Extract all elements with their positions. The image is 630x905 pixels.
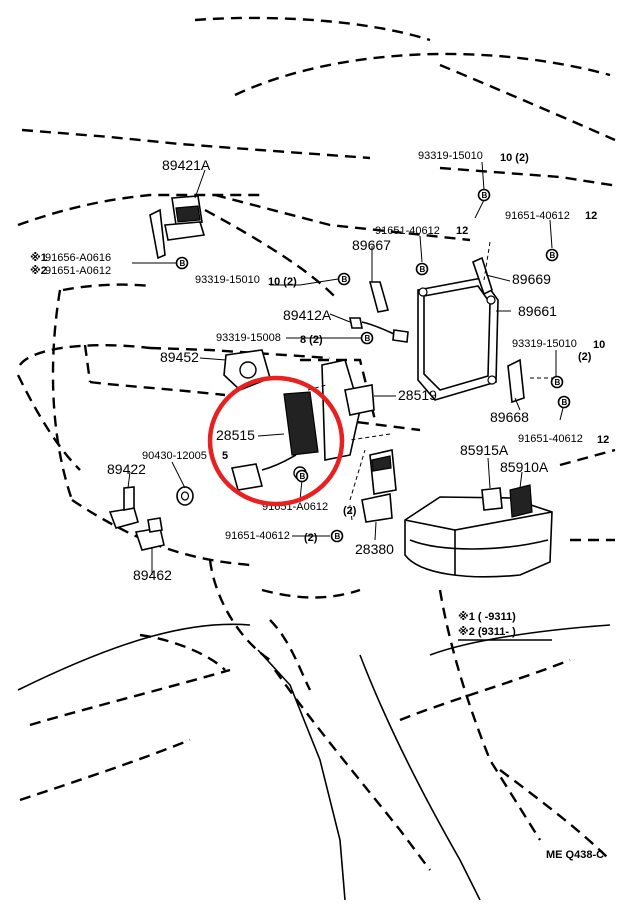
label-91656-a0616: 91656-A0616: [45, 252, 111, 264]
bolt-marker: B: [557, 395, 571, 409]
label-28519: 28519: [398, 387, 437, 403]
svg-text:B: B: [562, 398, 568, 407]
svg-text:B: B: [365, 334, 371, 343]
label-91651-40612: 91651-40612: [375, 225, 440, 237]
part-28519: [321, 359, 375, 461]
label-89412a: 89412A: [283, 307, 332, 323]
label-85910a: 85910A: [500, 459, 549, 475]
ecu-brackets: [368, 256, 525, 404]
sensor-wire-89412a: [349, 317, 409, 343]
bolt-markers: B B B B B B B B B B: [175, 188, 571, 543]
label-qty: 5: [222, 450, 228, 462]
sensors-89422-89462: [108, 486, 194, 551]
label-qty: 8 (2): [300, 334, 323, 346]
label-qty: 10 (2): [500, 152, 529, 164]
parts-85915a-85910a: [481, 484, 533, 518]
label-qty: 12: [585, 210, 597, 222]
svg-text:B: B: [180, 259, 186, 268]
label-89452: 89452: [160, 349, 199, 365]
svg-text:B: B: [555, 378, 561, 387]
label-89661: 89661: [518, 303, 557, 319]
label-93319-15010: 93319-15010: [195, 274, 260, 286]
svg-text:B: B: [420, 265, 426, 274]
body-solid-lines: [17, 623, 611, 901]
footnotes: ※1 ( -9311) ※2 (9311- ): [458, 611, 552, 641]
label-89422: 89422: [107, 461, 146, 477]
sensor-89421a: [149, 195, 206, 260]
svg-text:B: B: [300, 472, 306, 481]
bolt-marker: B: [477, 188, 491, 202]
bolt-marker: B: [415, 262, 429, 276]
label-qty: 12: [597, 434, 609, 446]
label-91651-a0612: 91651-A0612: [45, 265, 111, 277]
svg-text:B: B: [342, 275, 348, 284]
label-93319-15010: 93319-15010: [418, 150, 483, 162]
label-qty: (2): [304, 532, 318, 544]
label-89669: 89669: [512, 271, 551, 287]
label-89668: 89668: [490, 409, 529, 425]
label-91651-40612: 91651-40612: [505, 210, 570, 222]
label-93319-15008: 93319-15008: [216, 332, 281, 344]
bolt-marker: B: [337, 272, 351, 286]
label-qty: (2): [343, 505, 357, 517]
svg-text:B: B: [482, 191, 488, 200]
svg-text:B: B: [335, 532, 341, 541]
footnote-2: ※2 (9311- ): [458, 626, 516, 638]
label-85915a: 85915A: [460, 442, 509, 458]
part-28380: [361, 449, 397, 523]
label-89421a: 89421A: [162, 157, 211, 173]
label-89667: 89667: [352, 237, 391, 253]
label-89462: 89462: [133, 567, 172, 583]
bolt-marker: B: [360, 331, 374, 345]
diagram-code: ME Q438-C: [546, 849, 604, 861]
label-qty: 12: [456, 225, 468, 237]
label-qty: 10 (2): [268, 276, 297, 288]
label-28515: 28515: [216, 427, 255, 443]
part-28515: [230, 391, 319, 491]
label-93319-15010: 93319-15010: [512, 338, 577, 350]
label-90430-12005: 90430-12005: [142, 450, 207, 462]
label-qty: 10: [593, 339, 605, 351]
bolt-marker: B: [295, 469, 309, 483]
note-marker-2: ※2: [30, 265, 47, 277]
label-qty: (2): [578, 351, 592, 363]
bolt-marker: B: [550, 375, 564, 389]
label-91651-40612: 91651-40612: [518, 433, 583, 445]
reservoir-tank: [404, 496, 553, 578]
bolt-marker: B: [545, 248, 559, 262]
label-91651-40612: 91651-40612: [225, 530, 290, 542]
svg-text:B: B: [550, 251, 556, 260]
ecu-module: [417, 277, 499, 401]
bolt-marker: B: [175, 256, 189, 270]
bolt-marker: B: [330, 529, 344, 543]
label-28380: 28380: [355, 541, 394, 557]
part-labels: 89421A 93319-15010 10 (2) 91651-40612 12…: [30, 150, 609, 583]
note-marker-1: ※1: [30, 252, 47, 264]
leader-lines: [127, 161, 565, 575]
footnote-1: ※1 ( -9311): [458, 611, 516, 623]
highlight-circle: [207, 375, 345, 507]
